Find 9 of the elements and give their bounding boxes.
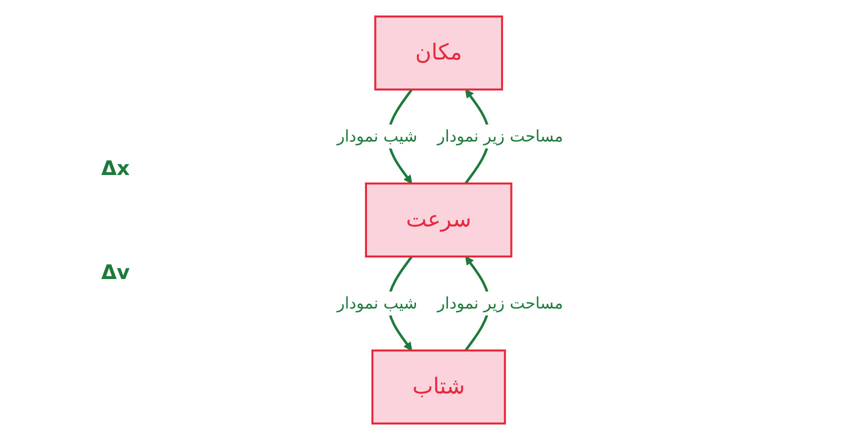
node-box: شتاب	[371, 350, 506, 424]
node-box: مکان	[374, 16, 503, 90]
edge-label: مساحت زیر نمودار	[437, 294, 563, 312]
edge-label: شیب نمودار	[336, 126, 418, 146]
edge-label: مساحت زیر نمودار	[437, 126, 563, 146]
delta-label: Δv	[101, 260, 130, 284]
node-box: سرعت	[364, 182, 512, 258]
edge-label: شیب نمودار	[336, 294, 418, 312]
delta-label: Δx	[101, 156, 130, 180]
